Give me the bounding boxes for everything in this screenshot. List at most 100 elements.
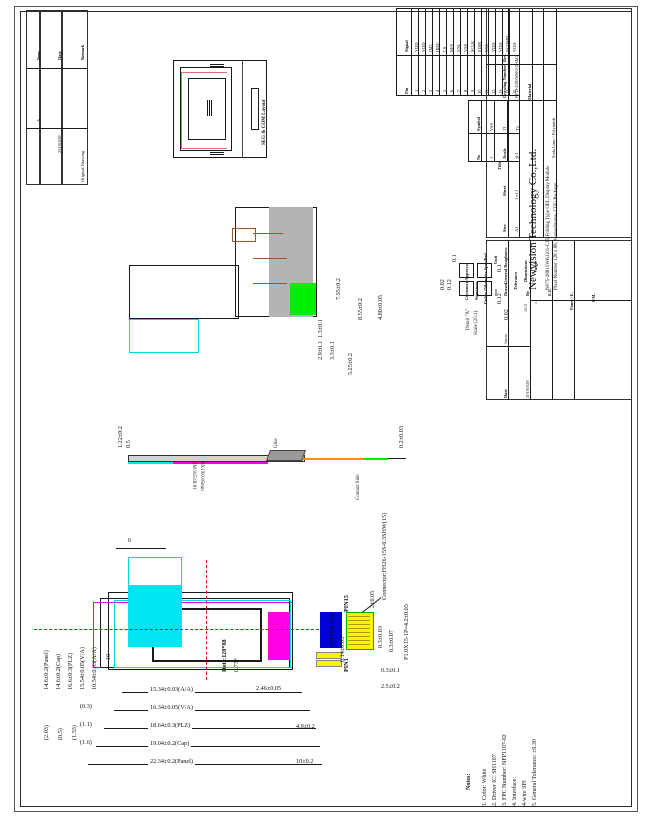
approval-row-1 <box>530 300 632 301</box>
dim-0-3-01: 0.3±0.1 <box>381 667 400 674</box>
fpc-finger <box>348 636 370 637</box>
dim-aa-v: 10.54±0.03(A/A) <box>91 647 98 690</box>
seg-com-divider <box>242 60 243 158</box>
dim-1-53: (1.53) <box>71 725 78 740</box>
approval-block: Drawn Jason By Date 20191028 E.E. Panel … <box>486 240 632 400</box>
pin-number: 1 <box>414 89 419 92</box>
dim-va-h: 16.34±0.05(V/A) <box>148 704 195 712</box>
dim-2-5: 2.5±0.2 <box>381 683 400 690</box>
dim-0-3-007: 0.3±0.07 <box>388 630 395 652</box>
seg-com-frame <box>173 60 267 158</box>
pin-number: 6 <box>449 89 454 92</box>
seg-com-layout-label: SEG & COM Layout <box>262 99 267 145</box>
material-label: Material <box>527 83 532 100</box>
note-4: 4. Interface: <box>512 777 518 806</box>
pin15-label: PIN15 <box>343 595 350 612</box>
dim-4-80: 4.80±0.05 <box>377 294 384 320</box>
seg-com-active <box>188 78 226 140</box>
revision-col-date <box>40 10 62 185</box>
fpc-finger <box>348 620 370 621</box>
side-profile-lead-1 <box>253 233 283 234</box>
secondary-pin-header-symbol: Symbol <box>476 116 481 131</box>
sheet-border-outer <box>14 6 638 812</box>
sheet-label: Sheet <box>502 185 507 196</box>
dimline-cap <box>96 746 320 747</box>
pin-table-header-pin: Pin <box>404 87 409 94</box>
glue-label: Glue <box>274 438 279 448</box>
detail-a-dot <box>477 263 492 278</box>
note-3: 3. FPC Number: NFP1107-02 <box>502 734 508 806</box>
backing-tape-label: Backing Tape <box>328 612 335 646</box>
front-cyan-fill <box>128 585 182 647</box>
dim-3-3: 3.3±0.1 <box>329 341 336 360</box>
edge-green-contact <box>364 458 388 460</box>
front-centerline-h <box>34 629 324 630</box>
connector-label: Connector:FH26-15S-0.3SHW(15) <box>381 512 388 600</box>
dimensions-value: ±0.3 <box>523 304 528 312</box>
dimline-aa <box>122 692 302 693</box>
pin-table-header-signal: Signal <box>404 40 409 52</box>
front-plz-outline <box>108 592 293 670</box>
dim-plz-h: 18.64±0.3(PLZ) <box>148 722 193 730</box>
front-va-outline <box>114 600 291 668</box>
pin-col-div <box>453 8 454 96</box>
seg-com-trace <box>181 72 227 73</box>
detail-a-label: Detail "A" <box>466 308 471 330</box>
pin-number: 9 <box>470 89 475 92</box>
detail-a-dot <box>459 263 474 278</box>
dim-0-2: 0.2±0.03 <box>398 426 405 448</box>
approval-div-3 <box>552 240 553 400</box>
pin-table-header-divider <box>396 55 520 56</box>
revision-cell-date: 20191028 <box>57 135 62 153</box>
approval-div-4 <box>574 240 575 400</box>
units-block: Unless Otherwise Specified Unit mm Gener… <box>483 240 538 400</box>
dim-1-6: (1.6) <box>80 739 92 746</box>
edge-magenta-layer <box>173 462 268 464</box>
dim-0-5: 0.5 <box>125 440 132 448</box>
dim-0-5b: (0.5) <box>57 728 64 740</box>
edge-orange-fpc <box>302 458 364 460</box>
pin-col-div <box>509 8 510 96</box>
pin-col-div <box>411 8 412 96</box>
detail-dim-0-02b: 0.02 <box>503 309 510 320</box>
panel-label: Panel / E. <box>569 292 574 310</box>
pin-number: 10 <box>477 89 482 94</box>
title-block-div-4 <box>543 8 544 238</box>
dim-va-v: 15.54±0.05(V/A) <box>79 647 86 690</box>
seg-com-pin-mark <box>210 66 224 67</box>
dim-panel-h: 22.34±0.2(Panel) <box>148 758 195 766</box>
revision-divider-2 <box>26 128 88 129</box>
approval-border <box>486 240 632 400</box>
tape-size-label: 6X1X0.05mm <box>199 462 204 491</box>
scale-value: 1:1 <box>514 152 519 158</box>
edge-glue-bead <box>265 450 307 461</box>
detail-dim-0-1: 0.1 <box>451 254 458 262</box>
revision-header-item: Item <box>36 51 41 60</box>
edge-cyan-layer <box>128 462 173 464</box>
scale-label: Scale <box>502 148 507 158</box>
pin-col-div <box>467 8 468 96</box>
revision-col-item <box>26 10 40 185</box>
note-5: 5. General Tolerance: ±0.30 <box>532 739 538 806</box>
dim-panel-v: 14.6±0.2(Panel) <box>43 650 50 690</box>
fpc-finger <box>348 628 370 629</box>
pin-col-div <box>425 8 426 96</box>
title-block-div-2 <box>519 8 520 238</box>
seg-com-trace <box>181 72 182 148</box>
units-header: Unless Otherwise Specified <box>483 253 488 304</box>
dimline-panel <box>88 764 322 765</box>
dim-plz-v: 16.6±0.3(PLZ) <box>67 652 74 690</box>
front-magenta-strip <box>268 612 290 660</box>
angle-label: Angle <box>533 261 538 272</box>
detail-a-dot <box>459 281 474 296</box>
pin-col-div <box>481 8 482 96</box>
fpc-finger <box>348 640 370 641</box>
pin-col-div <box>418 8 419 96</box>
material-value: Soda Lime / Polyimide <box>551 117 556 158</box>
revision-header-date: Date <box>57 51 62 60</box>
contact-side-label: Contact Side <box>356 474 361 500</box>
drawing-number-value: NFD-2081WKG01-C15 <box>514 55 519 98</box>
pin-number: 3 <box>428 89 433 92</box>
ee-label: E.E. <box>547 287 552 296</box>
pin-signal: IM2 <box>428 44 433 52</box>
